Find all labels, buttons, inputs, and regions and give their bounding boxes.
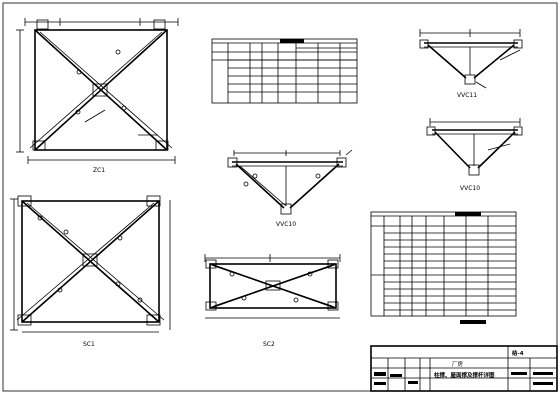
sc1-label: SC1 xyxy=(83,341,95,348)
frame-sc2: SC2 xyxy=(204,254,341,348)
truss-center: VVC10 xyxy=(227,149,353,228)
zc1-label: ZC1 xyxy=(93,167,105,174)
sheet-number: 结-4 xyxy=(512,349,524,357)
project-name: 厂房 xyxy=(452,360,464,368)
vvc10-right-label: VVC10 xyxy=(460,185,480,192)
vvc10-center-label: VVC10 xyxy=(276,221,296,228)
member-table-2 xyxy=(370,211,517,324)
drawing-title: 柱撑、屋面撑及撑杆详图 xyxy=(434,371,495,379)
frame-zc1: ZC1 xyxy=(16,18,179,174)
title-block: 结-4 厂房 柱撑、屋面撑及撑杆详图 xyxy=(370,345,558,392)
frame-sc1: SC1 xyxy=(10,195,171,348)
sc2-label: SC2 xyxy=(263,341,275,348)
truss-right-mid: VVC10 xyxy=(426,118,523,192)
truss-right-top: VVC11 xyxy=(419,29,523,99)
vvc11-label: VVC11 xyxy=(457,92,477,99)
member-table-1 xyxy=(211,38,358,104)
